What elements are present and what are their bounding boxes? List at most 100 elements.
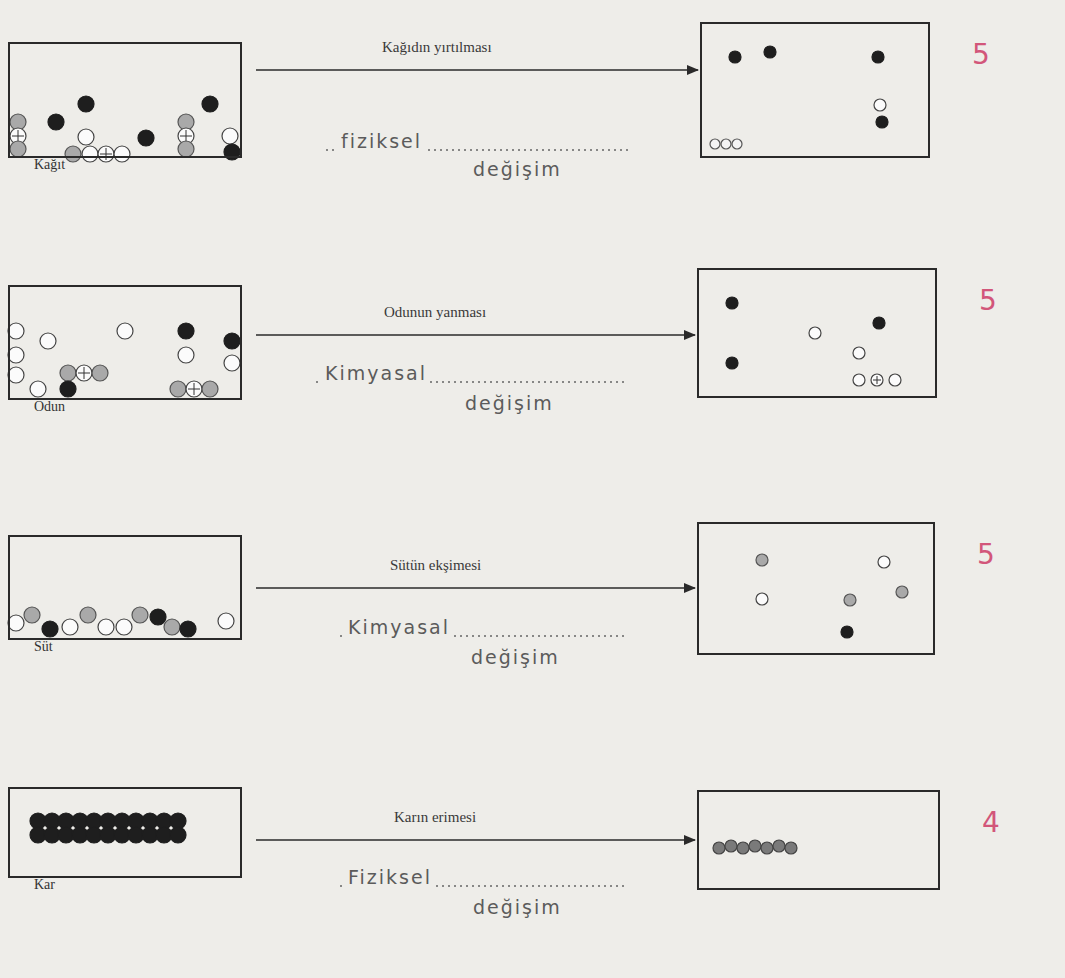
- particle: [30, 381, 46, 397]
- particle: [8, 323, 24, 339]
- particle: [92, 365, 108, 381]
- particle: [729, 51, 741, 63]
- particle: [202, 381, 218, 397]
- substance-box: Süt: [8, 535, 242, 640]
- particle: [60, 381, 76, 397]
- particle: [874, 99, 886, 111]
- particle: [726, 297, 738, 309]
- particle: [224, 355, 240, 371]
- particle: [761, 842, 773, 854]
- particle: [82, 146, 98, 162]
- handwritten-answer: değişim: [470, 898, 565, 917]
- particle: [749, 840, 761, 852]
- particle-mark: [186, 130, 187, 142]
- substance-name: Kar: [34, 877, 55, 893]
- particle: [178, 323, 194, 339]
- particle: [224, 333, 240, 349]
- process-label: Odunun yanması: [381, 304, 489, 321]
- particle-mark: [106, 148, 107, 160]
- process-label: Kağıdın yırtılması: [379, 39, 495, 56]
- particle: [8, 615, 24, 631]
- particle: [853, 374, 865, 386]
- particle: [132, 607, 148, 623]
- particle: [764, 46, 776, 58]
- particle: [76, 365, 92, 381]
- particle-mark: [877, 376, 878, 384]
- handwritten-answer: fiziksel: [338, 132, 425, 151]
- particle: [844, 594, 856, 606]
- particle: [756, 554, 768, 566]
- reaction-arrow: [256, 334, 695, 336]
- particle: [40, 333, 56, 349]
- result-box: 5: [697, 268, 937, 398]
- handwritten-answer: değişim: [462, 394, 557, 413]
- particle-mark: [18, 130, 19, 142]
- substance-name: Süt: [34, 639, 53, 655]
- particle: [116, 619, 132, 635]
- handwritten-answer: Kimyasal: [345, 618, 453, 637]
- particle: [222, 128, 238, 144]
- substance-name: Odun: [34, 399, 65, 415]
- particle: [150, 609, 166, 625]
- particle: [737, 842, 749, 854]
- substance-box: Odun: [8, 285, 242, 400]
- particle: [78, 129, 94, 145]
- particle: [138, 130, 154, 146]
- particle: [721, 139, 731, 149]
- handwritten-answer: değişim: [470, 160, 565, 179]
- particle-mark: [194, 383, 195, 395]
- particle: [24, 607, 40, 623]
- particle: [756, 593, 768, 605]
- handwritten-answer: değişim: [468, 648, 563, 667]
- process-label: Karın erimesi: [391, 809, 479, 826]
- particle: [180, 621, 196, 637]
- particle: [876, 116, 888, 128]
- particle: [809, 327, 821, 339]
- handwritten-answer: Kimyasal: [322, 364, 430, 383]
- particle: [10, 141, 26, 157]
- reaction-arrow: [256, 69, 698, 71]
- substance-box: Kar: [8, 787, 242, 878]
- particle: [710, 139, 720, 149]
- particle: [889, 374, 901, 386]
- particle: [873, 317, 885, 329]
- particle: [853, 347, 865, 359]
- particle: [114, 146, 130, 162]
- reaction-arrow: [256, 587, 695, 589]
- particle: [117, 323, 133, 339]
- handwritten-answer: Fiziksel: [345, 868, 435, 887]
- particle: [725, 840, 737, 852]
- particle: [98, 619, 114, 635]
- particle: [60, 365, 76, 381]
- particle: [878, 556, 890, 568]
- particle: [164, 619, 180, 635]
- particle: [732, 139, 742, 149]
- process-label: Sütün ekşimesi: [387, 557, 484, 574]
- particle: [726, 357, 738, 369]
- particle: [98, 146, 114, 162]
- particle: [8, 367, 24, 383]
- particle: [170, 827, 186, 843]
- substance-box: Kağıt: [8, 42, 242, 158]
- result-box: 4: [697, 790, 940, 890]
- particle: [78, 96, 94, 112]
- particle: [871, 374, 883, 386]
- particle: [42, 621, 58, 637]
- particle: [8, 347, 24, 363]
- reaction-arrow: [256, 839, 695, 841]
- particle: [65, 146, 81, 162]
- particle: [186, 381, 202, 397]
- particle: [218, 613, 234, 629]
- particle: [62, 619, 78, 635]
- result-box: 5: [700, 22, 930, 158]
- particle: [48, 114, 64, 130]
- particle: [178, 347, 194, 363]
- score-mark: 5: [972, 38, 990, 71]
- score-mark: 4: [982, 806, 1000, 839]
- particle: [773, 840, 785, 852]
- particle: [713, 842, 725, 854]
- particle: [841, 626, 853, 638]
- particle: [896, 586, 908, 598]
